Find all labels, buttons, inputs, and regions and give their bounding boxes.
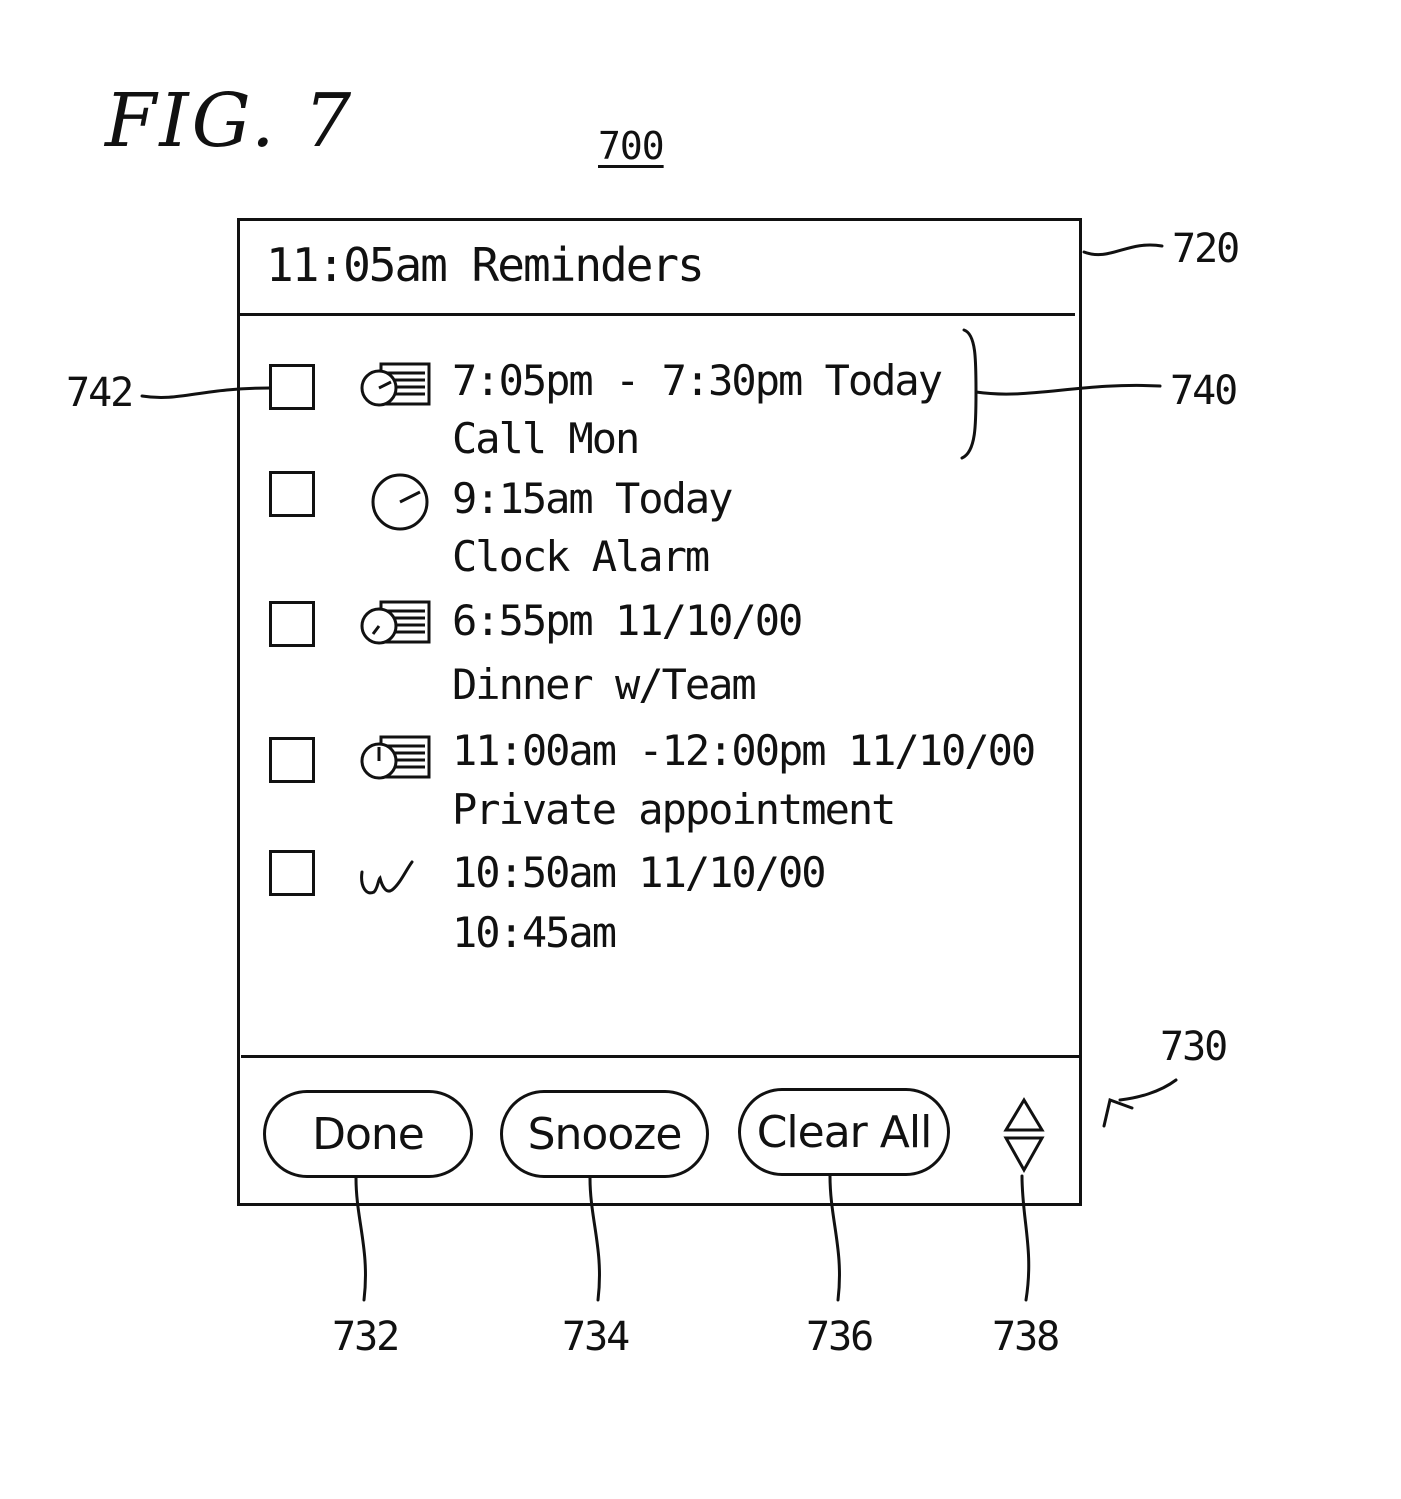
reference-numeral: 720 — [1172, 226, 1238, 272]
reference-numeral: 740 — [1170, 368, 1236, 414]
reminder-description: Dinner w/Team — [452, 660, 755, 709]
reminder-description: Call Mon — [452, 414, 638, 463]
reference-numeral: 732 — [332, 1314, 398, 1360]
reference-numeral: 736 — [806, 1314, 872, 1360]
reminder-description: 10:45am — [452, 908, 615, 957]
done-button[interactable]: Done — [263, 1090, 473, 1178]
reminder-checkbox[interactable] — [269, 850, 315, 896]
reminder-time: 10:50am 11/10/00 — [452, 848, 825, 897]
leader-line-720 — [1084, 245, 1162, 255]
button-bar-divider — [241, 1055, 1082, 1058]
header-title: 11:05am Reminders — [266, 238, 703, 292]
reference-numeral: 734 — [562, 1314, 628, 1360]
reference-numeral: 738 — [992, 1314, 1058, 1360]
reference-numeral: 730 — [1160, 1024, 1226, 1070]
figure-number: 700 — [598, 124, 664, 168]
calendar-clock-icon — [359, 596, 433, 648]
reminder-checkbox[interactable] — [269, 471, 315, 517]
handwriting-icon — [356, 856, 416, 902]
scroll-up-icon[interactable] — [1006, 1100, 1042, 1130]
reminder-description: Private appointment — [452, 785, 894, 834]
alarm-clock-icon — [368, 470, 432, 534]
reminder-time: 11:00am -12:00pm 11/10/00 — [452, 726, 1034, 775]
scroll-arrows — [1002, 1096, 1046, 1176]
figure-title: FIG. 7 — [105, 78, 354, 164]
clear-all-button[interactable]: Clear All — [738, 1088, 950, 1176]
reminder-time: 7:05pm - 7:30pm Today — [452, 356, 941, 405]
leader-arrow-730 — [1104, 1100, 1132, 1126]
reminder-checkbox[interactable] — [269, 737, 315, 783]
calendar-clock-icon — [359, 731, 433, 783]
scroll-down-icon[interactable] — [1006, 1138, 1042, 1170]
snooze-button[interactable]: Snooze — [500, 1090, 709, 1178]
leader-line-730 — [1120, 1080, 1176, 1100]
header-divider — [237, 313, 1075, 316]
reminder-checkbox[interactable] — [269, 601, 315, 647]
reminder-time: 6:55pm 11/10/00 — [452, 596, 801, 645]
reminder-checkbox[interactable] — [269, 364, 315, 410]
reference-numeral: 742 — [66, 370, 132, 416]
reminder-time: 9:15am Today — [452, 474, 731, 523]
reminder-description: Clock Alarm — [452, 532, 708, 581]
calendar-clock-icon — [359, 358, 433, 410]
